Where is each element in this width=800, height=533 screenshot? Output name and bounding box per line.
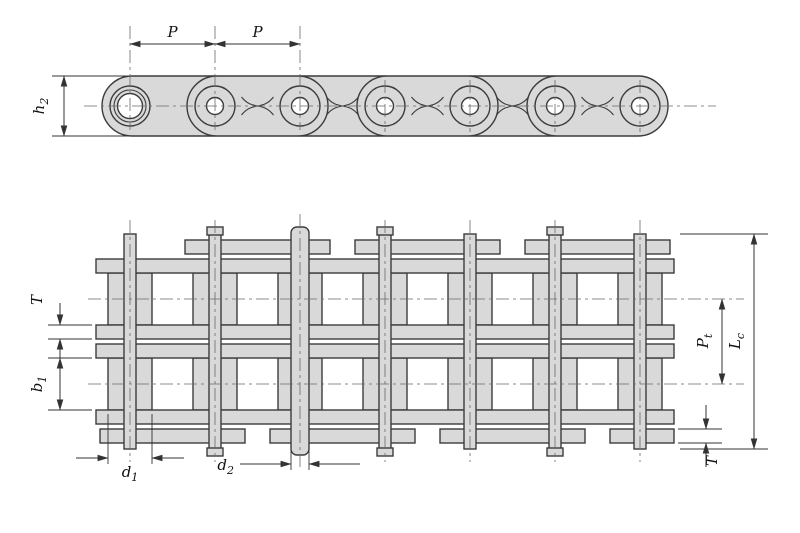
pin-diameter-label-d2: d2 xyxy=(217,456,234,477)
pitch-dimension-label-1: P xyxy=(166,23,178,41)
plate-thickness-label-right: T xyxy=(703,455,721,466)
inner-width-dimension: b1 xyxy=(28,357,92,411)
roller-diameter-dimension: d1 xyxy=(76,414,184,484)
plate-thickness-label-left: T xyxy=(28,294,46,305)
plate-height-dimension: h2 xyxy=(30,75,128,137)
plan-view: T b1 d1 d2 Pt xyxy=(28,214,768,484)
side-view: P P h2 xyxy=(30,23,716,137)
plate-thickness-dimension-left: T xyxy=(28,294,92,361)
plate-height-label-h2: h2 xyxy=(30,98,51,115)
pin-length-label-lc: Lc xyxy=(726,333,747,350)
roller-diameter-label-d1: d1 xyxy=(122,463,139,484)
pitch-dimension-label-2: P xyxy=(251,23,263,41)
pin-diameter-dimension: d2 xyxy=(217,450,360,477)
plate-thickness-dimension-right: T xyxy=(678,405,722,467)
pin-length-dimension: Lc xyxy=(680,233,768,450)
plan-view-centerlines xyxy=(88,214,744,470)
pitch-dimension: P P xyxy=(129,23,301,48)
transverse-pitch-label-pt: Pt xyxy=(694,333,715,349)
transverse-pitch-dimension: Pt xyxy=(694,298,726,385)
inner-width-label-b1: b1 xyxy=(28,376,49,393)
